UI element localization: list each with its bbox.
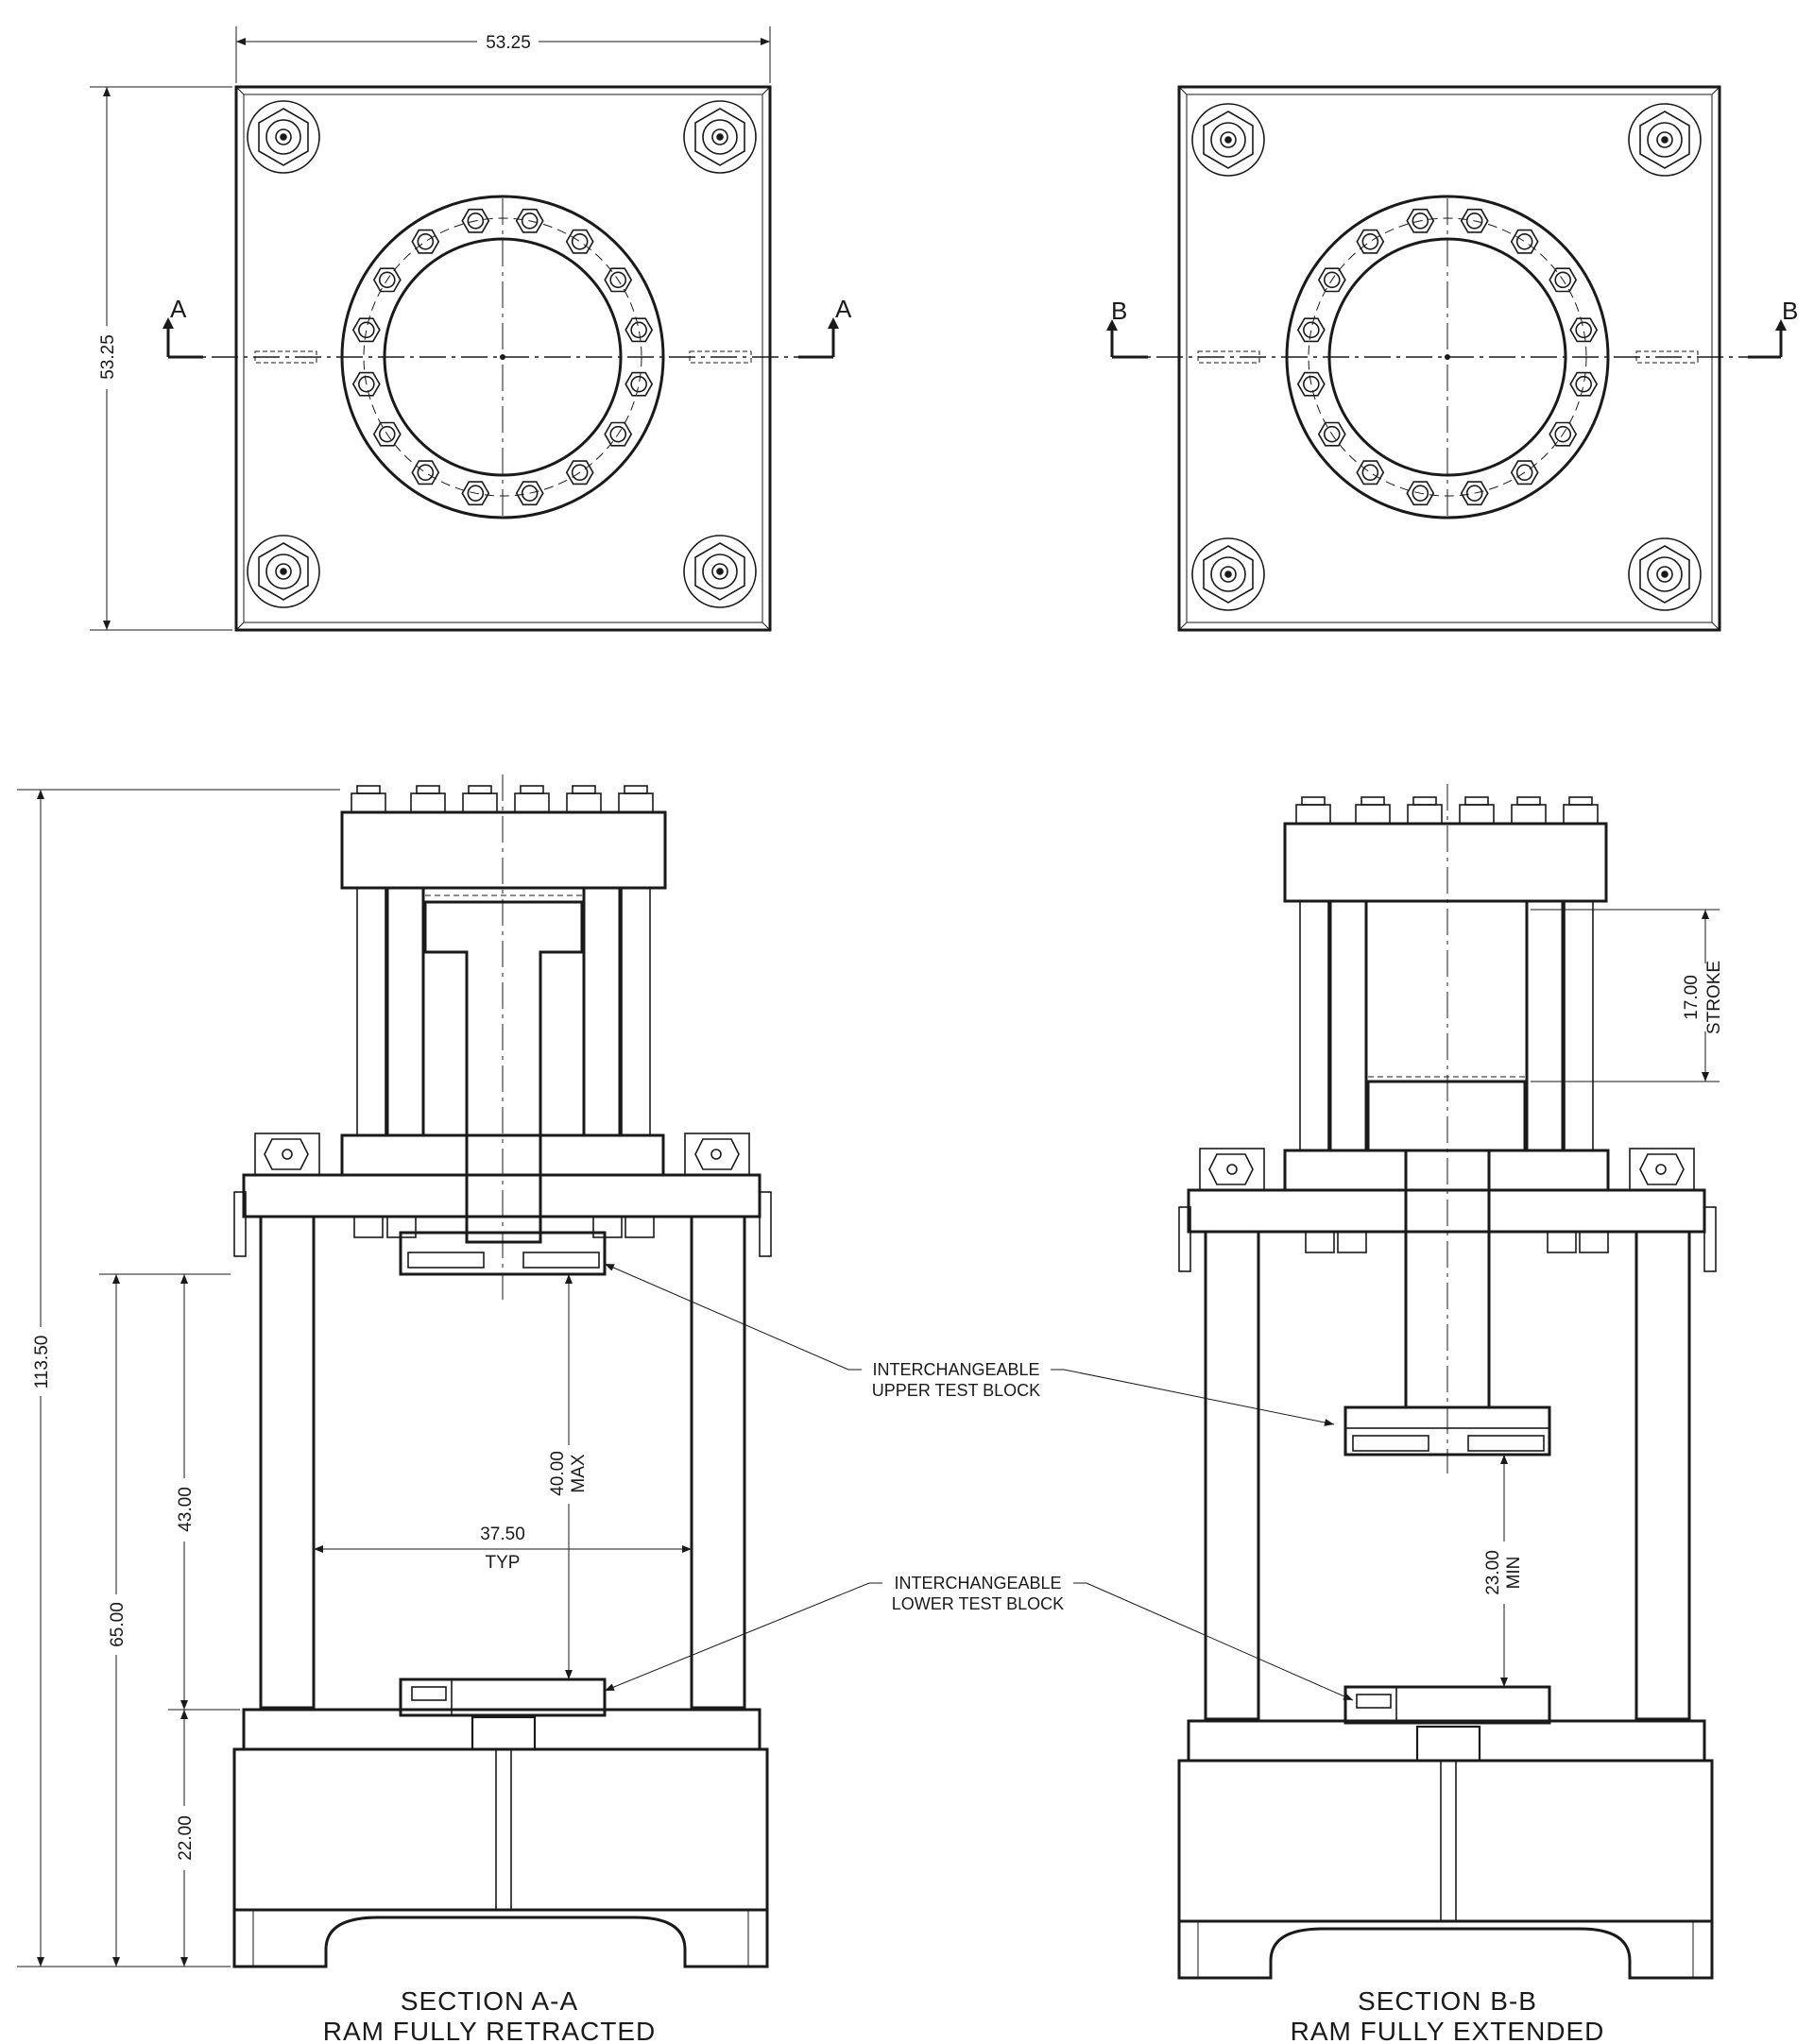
flange-bolt-icon xyxy=(1406,481,1435,506)
flange-bolt-icon xyxy=(1296,371,1326,397)
section-letter-b: B xyxy=(1782,297,1798,325)
section-marker-b-right: B xyxy=(1748,297,1798,359)
flange-bolt-icon xyxy=(1460,481,1489,506)
section-marker-a-left: A xyxy=(163,295,203,359)
section-b-title: SECTION B-B xyxy=(1358,1986,1537,2016)
flange-bolt-icon xyxy=(1356,460,1385,485)
corner-bolt-icon xyxy=(1191,103,1265,177)
flange-bolt-icon xyxy=(604,267,633,293)
width-label: 53.25 xyxy=(486,33,531,53)
flange-bolt-icon xyxy=(351,317,381,343)
flange-bolt-group xyxy=(351,208,654,506)
section-a-subtitle: RAM FULLY RETRACTED xyxy=(323,2017,656,2044)
dim-43: 43.00 xyxy=(168,1274,240,1711)
section-letter-a: A xyxy=(835,295,852,323)
flange-bolt-icon xyxy=(1510,229,1539,254)
section-b-subtitle: RAM FULLY EXTENDED xyxy=(1291,2017,1605,2044)
overall-height-label: 113.50 xyxy=(32,1336,52,1389)
flange-bolt-icon xyxy=(1317,421,1346,447)
corner-bolt-icon xyxy=(683,100,757,174)
stroke-note: STROKE xyxy=(1704,961,1724,1034)
dim-43-label: 43.00 xyxy=(176,1487,196,1532)
corner-bolt-icon xyxy=(1628,103,1702,177)
dim-37-note: TYP xyxy=(486,1553,521,1573)
corner-bolt-icon xyxy=(1628,537,1702,611)
dim-22: 22.00 xyxy=(176,1710,196,1967)
flange-bolt-icon xyxy=(1549,267,1578,293)
dim-65-label: 65.00 xyxy=(108,1602,128,1647)
section-letter-a: A xyxy=(170,295,187,323)
dim-40-label: 40.00 xyxy=(548,1451,568,1496)
dim-23-note: MIN xyxy=(1504,1557,1524,1590)
flange-bolt-icon xyxy=(1317,267,1346,293)
flange-bolt-icon xyxy=(461,481,490,506)
dim-23-label: 23.00 xyxy=(1483,1550,1503,1595)
dim-22-label: 22.00 xyxy=(176,1815,196,1861)
flange-bolt-icon xyxy=(1569,317,1599,343)
section-b-view: 17.00 STROKE 23.00 MIN SECTION B-B RAM F… xyxy=(1177,784,1724,2044)
section-letter-b: B xyxy=(1111,297,1127,325)
flange-bolt-icon xyxy=(625,371,654,397)
upper-callout-line1: INTERCHANGEABLE xyxy=(872,1360,1039,1379)
flange-bolt-icon xyxy=(625,317,654,343)
overall-height-dimension: 113.50 xyxy=(17,789,340,1967)
flange-bolt-icon xyxy=(515,208,544,233)
section-a-view: 113.50 65.00 43.00 22.00 40.00 MAX xyxy=(17,775,772,2044)
dim-23-min: 23.00 MIN xyxy=(1483,1455,1524,1687)
corner-bolt-icon xyxy=(247,535,320,608)
flange-bolt-icon xyxy=(565,229,594,254)
flange-bolt-icon xyxy=(1549,421,1578,447)
flange-bolt-icon xyxy=(1356,229,1385,254)
flange-bolt-icon xyxy=(411,229,440,254)
flange-bolt-icon xyxy=(1406,208,1435,233)
upper-test-block-callout: INTERCHANGEABLE UPPER TEST BLOCK xyxy=(604,1263,1335,1426)
stroke-value: 17.00 xyxy=(1682,975,1702,1020)
upper-callout-line2: UPPER TEST BLOCK xyxy=(872,1381,1040,1400)
lower-test-block-callout: INTERCHANGEABLE LOWER TEST BLOCK xyxy=(604,1574,1354,1701)
flange-bolt-icon xyxy=(515,481,544,506)
section-marker-a-right: A xyxy=(798,295,852,359)
flange-bolt-group xyxy=(1296,208,1599,506)
flange-bolt-icon xyxy=(461,208,490,233)
corner-bolt-icon xyxy=(1191,537,1265,611)
stroke-dimension: 17.00 STROKE xyxy=(1531,909,1724,1082)
lower-callout-line1: INTERCHANGEABLE xyxy=(894,1574,1061,1593)
dim-65: 65.00 xyxy=(99,1273,231,1967)
flange-bolt-icon xyxy=(1296,317,1326,343)
corner-bolt-icon xyxy=(683,535,757,608)
section-marker-b-left: B xyxy=(1106,297,1148,359)
flange-bolt-icon xyxy=(411,460,440,485)
flange-bolt-icon xyxy=(372,421,402,447)
flange-bolt-icon xyxy=(565,460,594,485)
dim-37-label: 37.50 xyxy=(480,1524,525,1544)
flange-bolt-icon xyxy=(1460,208,1489,233)
lower-callout-line2: LOWER TEST BLOCK xyxy=(892,1594,1064,1613)
flange-bolt-icon xyxy=(351,371,381,397)
top-view-b: B B xyxy=(1106,85,1798,632)
dim-40-note: MAX xyxy=(569,1454,589,1493)
corner-bolt-icon xyxy=(247,100,320,174)
flange-bolt-icon xyxy=(1510,460,1539,485)
height-label: 53.25 xyxy=(98,334,118,380)
width-dimension: 53.25 xyxy=(235,26,771,83)
flange-bolt-icon xyxy=(1569,371,1599,397)
dim-40-max: 40.00 MAX xyxy=(548,1274,589,1679)
top-view-a: A A 53.25 53.25 xyxy=(90,26,852,632)
flange-bolt-icon xyxy=(604,421,633,447)
flange-bolt-icon xyxy=(372,267,402,293)
section-a-title: SECTION A-A xyxy=(401,1986,578,2016)
height-dimension: 53.25 xyxy=(90,86,232,631)
dim-37-typ: 37.50 TYP xyxy=(314,1524,692,1573)
